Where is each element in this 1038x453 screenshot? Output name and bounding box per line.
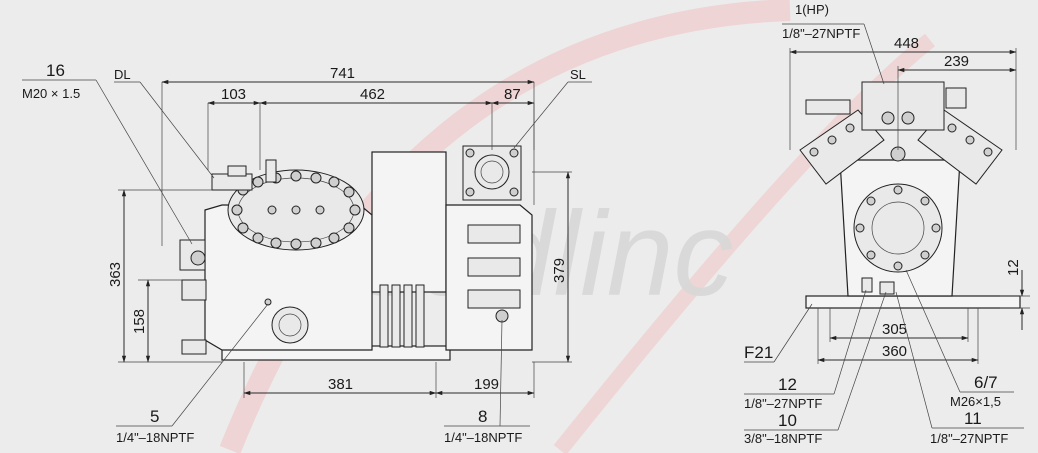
callout-hp: 1(HP) (795, 2, 829, 17)
dim-462: 462 (360, 86, 385, 103)
callout-5-thread: 1/4"–18NPTF (116, 430, 194, 445)
top-manifold (861, 81, 945, 131)
side-callouts: 16 M20 × 1.5 DL SL 5 1/4"–18NPTF 8 1/4"–… (22, 61, 592, 445)
dim-379: 379 (551, 258, 568, 283)
callout-67-thread: M26×1,5 (950, 394, 1001, 409)
callout-11-thread: 1/8"–27NPTF (930, 431, 1008, 446)
front-base-plate (805, 295, 1021, 309)
dim-158: 158 (131, 309, 148, 334)
callout-hp-thread: 1/8"–27NPTF (782, 26, 860, 41)
side-view: 741 103 462 87 363 158 379 (22, 61, 592, 445)
callout-8: 8 (478, 407, 487, 426)
side-dimensions: 741 103 462 87 363 158 379 (107, 65, 572, 398)
terminal-box (371, 151, 447, 293)
bank-bolts (809, 123, 993, 157)
cover-bolts (855, 185, 941, 271)
dim-103: 103 (221, 86, 246, 103)
dim-363: 363 (107, 262, 124, 287)
dim-239: 239 (944, 53, 969, 70)
callout-5: 5 (150, 407, 159, 426)
front-dimensions: 448 239 12 305 360 (789, 35, 1030, 364)
front-callouts: 1(HP) 1/8"–27NPTF F21 12 1/8"–27NPTF 10 … (744, 2, 1024, 446)
side-valve (805, 99, 851, 115)
callout-8-thread: 1/4"–18NPTF (444, 430, 522, 445)
dim-381: 381 (328, 376, 353, 393)
callout-67: 6/7 (974, 373, 998, 392)
callout-sl: SL (570, 67, 586, 82)
callout-16: 16 (46, 61, 65, 80)
front-view: 448 239 12 305 360 1(HP) 1/8"–27NPTF (744, 2, 1030, 446)
dim-448: 448 (894, 35, 919, 52)
port-10 (879, 281, 895, 295)
callout-10-thread: 3/8"–18NPTF (744, 431, 822, 446)
dim-87: 87 (504, 86, 521, 103)
dim-741: 741 (330, 65, 355, 82)
port-12 (861, 277, 873, 293)
port-5 (264, 298, 272, 306)
callout-12-thread: 1/8"–27NPTF (744, 396, 822, 411)
callout-12: 12 (778, 375, 797, 394)
callout-11: 11 (964, 409, 982, 428)
dim-360: 360 (882, 343, 907, 360)
oil-sight-glass (271, 306, 309, 344)
dim-305: 305 (882, 321, 907, 338)
dim-199: 199 (474, 376, 499, 393)
callout-dl: DL (114, 67, 131, 82)
callout-16-thread: M20 × 1.5 (22, 86, 80, 101)
callout-f21: F21 (744, 343, 773, 362)
dim-12: 12 (1005, 259, 1022, 276)
oil-pump-cover (853, 183, 943, 273)
callout-10: 10 (778, 411, 797, 430)
